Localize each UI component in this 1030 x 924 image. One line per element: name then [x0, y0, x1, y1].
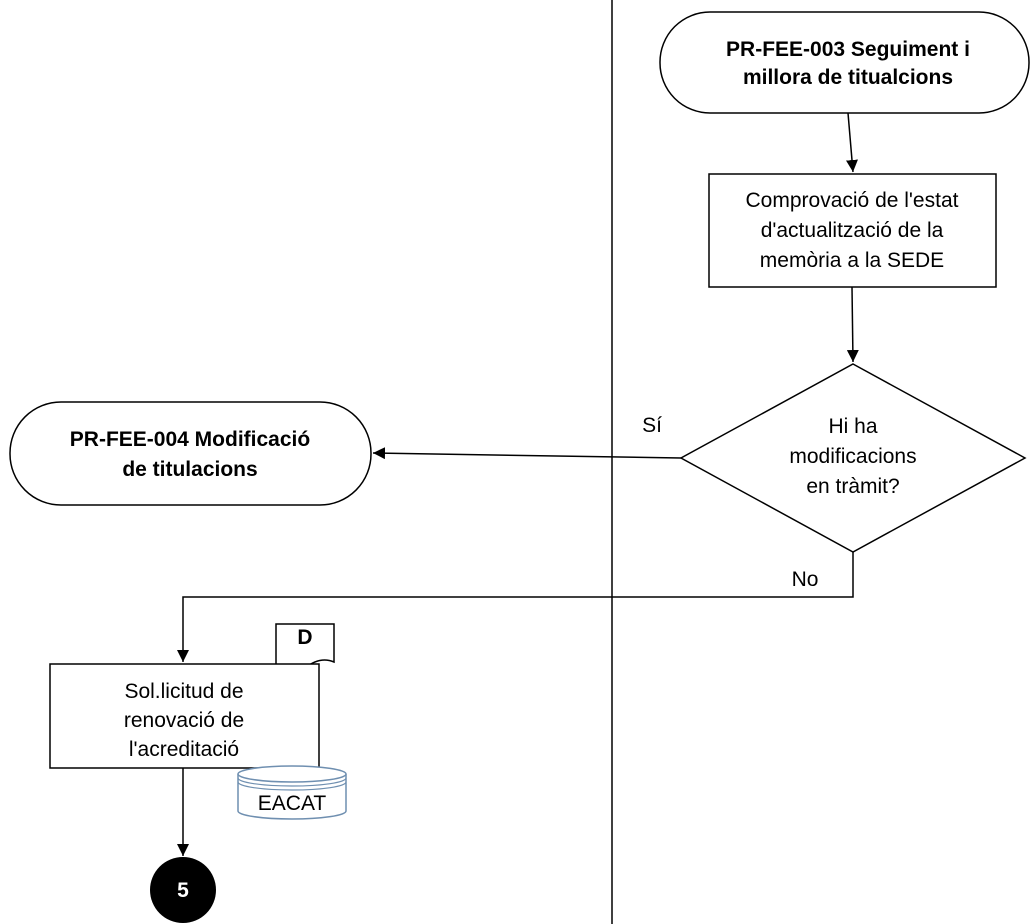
database-label: EACAT	[258, 792, 327, 815]
modification-line2: de titulacions	[122, 458, 257, 481]
check-status-line1: Comprovació de l'estat	[746, 189, 959, 212]
start-followup-line1: PR-FEE-003 Seguiment i	[726, 38, 970, 61]
terminator-modification[interactable]: PR-FEE-004 Modificació de titulacions	[9, 401, 372, 506]
renewal-line2: renovació de	[124, 709, 244, 732]
edge-no-to-renewal	[177, 552, 854, 662]
start-terminator-followup[interactable]: PR-FEE-003 Seguiment i millora de titual…	[659, 11, 1030, 114]
no-label: No	[792, 568, 819, 591]
edge-check-to-decision	[846, 286, 859, 363]
process-renewal-request[interactable]: Sol.licitud de renovació de l'acreditaci…	[49, 663, 320, 769]
renewal-line3: l'acreditació	[129, 738, 239, 761]
decision-line3: en tràmit?	[806, 475, 899, 498]
renewal-line1: Sol.licitud de	[124, 680, 243, 703]
check-status-line3: memòria a la SEDE	[760, 249, 944, 272]
decision-line2: modificacions	[789, 445, 916, 468]
start-followup-line2: millora de titualcions	[743, 66, 953, 89]
decision-modifications[interactable]: Hi ha modificacions en tràmit?	[679, 363, 1027, 553]
connector-label: 5	[177, 879, 189, 902]
check-status-line2: d'actualització de la	[761, 219, 944, 242]
connector-5[interactable]: 5	[150, 857, 216, 923]
document-marker-label: D	[297, 626, 312, 649]
process-check-status[interactable]: Comprovació de l'estat d'actualització d…	[708, 173, 997, 288]
decision-line1: Hi ha	[828, 415, 877, 438]
edge-yes-to-modification	[372, 447, 682, 460]
yes-label: Sí	[642, 414, 662, 437]
edge-start-to-check	[846, 112, 858, 173]
database-eacat[interactable]: EACAT	[237, 765, 347, 820]
modification-line1: PR-FEE-004 Modificació	[70, 428, 310, 451]
